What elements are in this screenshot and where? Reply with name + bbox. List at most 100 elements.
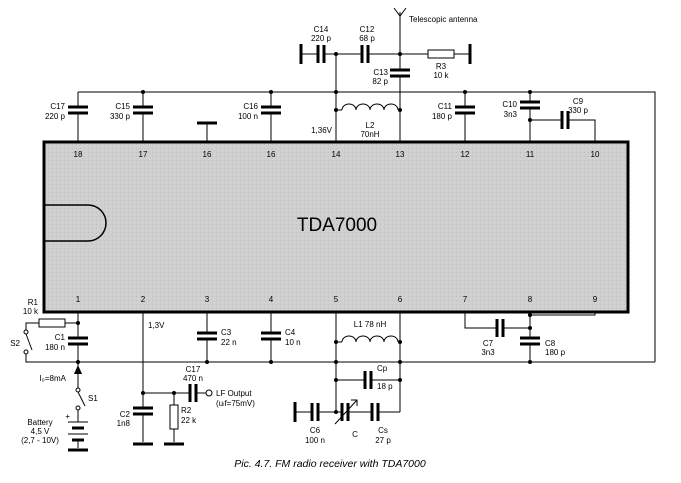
pin-label: 10 <box>591 150 600 159</box>
pin-label: 8 <box>528 295 533 304</box>
svg-text:S2: S2 <box>10 339 20 348</box>
svg-text:Cp: Cp <box>377 364 388 373</box>
capacitor-c11: C11 180 p <box>432 92 475 142</box>
capacitor-c9: C9 330 p <box>530 97 596 142</box>
svg-text:+: + <box>65 412 70 421</box>
svg-text:C14: C14 <box>314 25 329 34</box>
svg-text:C9: C9 <box>573 97 584 106</box>
svg-text:22 k: 22 k <box>181 416 197 425</box>
svg-text:S1: S1 <box>88 394 98 403</box>
figure-caption: Pic. 4.7. FM radio receiver with TDA7000 <box>234 458 426 470</box>
battery-branch: I₀=8mA S1 + Battery 4,5 V (2,7 - 10V) <box>21 362 98 452</box>
svg-text:330 p: 330 p <box>568 106 589 115</box>
capacitor-c3: C3 22 n <box>197 312 237 362</box>
pin-label: 1 <box>76 295 81 304</box>
top-rail <box>78 90 656 362</box>
svg-text:4,5 V: 4,5 V <box>31 427 50 436</box>
svg-text:180 n: 180 n <box>45 343 65 352</box>
svg-text:R2: R2 <box>181 406 192 415</box>
capacitor-c17-top: C17 220 p <box>45 92 88 142</box>
pin-label: 13 <box>396 150 405 159</box>
svg-text:70nH: 70nH <box>360 130 379 139</box>
pin-label: 14 <box>332 150 341 159</box>
pin-label: 12 <box>461 150 470 159</box>
voltage-pin14: 1,36V <box>311 126 333 135</box>
svg-text:C16: C16 <box>243 102 258 111</box>
svg-text:10 n: 10 n <box>285 338 301 347</box>
capacitor-c15: C15 330 p <box>110 92 153 142</box>
pin7-8-network: C7 3n3 C8 180 p <box>464 312 596 362</box>
svg-text:100 n: 100 n <box>238 112 258 121</box>
svg-text:220 p: 220 p <box>311 34 332 43</box>
lf-output-label: LF Output <box>216 389 252 398</box>
svg-text:R1: R1 <box>28 298 39 307</box>
svg-text:180 p: 180 p <box>545 348 566 357</box>
voltage-pin2: 1,3V <box>148 321 165 330</box>
svg-text:180 p: 180 p <box>432 112 453 121</box>
svg-text:C13: C13 <box>373 68 388 77</box>
capacitor-c16: C16 100 n <box>238 92 281 142</box>
svg-text:10 k: 10 k <box>23 307 39 316</box>
pin-label: 4 <box>269 295 274 304</box>
ground-stub-pin16 <box>197 121 217 142</box>
svg-text:C3: C3 <box>221 328 232 337</box>
svg-text:330 p: 330 p <box>110 112 131 121</box>
pin-label: 6 <box>398 295 403 304</box>
svg-text:1n8: 1n8 <box>117 419 131 428</box>
pin-label: 11 <box>526 150 535 159</box>
current-label: I₀=8mA <box>39 374 66 383</box>
pin-label: 9 <box>593 295 598 304</box>
svg-text:18 p: 18 p <box>377 382 393 391</box>
svg-text:82 p: 82 p <box>372 77 388 86</box>
svg-text:C7: C7 <box>483 339 494 348</box>
svg-text:C8: C8 <box>545 339 556 348</box>
svg-text:22 n: 22 n <box>221 338 237 347</box>
oscillator-tank: L1 78 nH Cp 18 p C6 100 n C Cs 27 p <box>293 312 402 445</box>
pin-label: 16 <box>267 150 276 159</box>
capacitor-c10: C10 3n3 <box>502 92 540 142</box>
ic-notch <box>44 204 107 242</box>
pin-label: 7 <box>463 295 468 304</box>
svg-text:C15: C15 <box>115 102 130 111</box>
pin2-network: 1,3V C17 470 n LF Output (uₗf=75mV) C2 1… <box>117 312 255 446</box>
svg-text:Cs: Cs <box>378 426 388 435</box>
antenna-label: Telescopic antenna <box>409 15 478 24</box>
svg-text:C6: C6 <box>310 426 321 435</box>
svg-text:Battery: Battery <box>27 418 52 427</box>
pin-label: 2 <box>141 295 146 304</box>
svg-text:C12: C12 <box>360 25 375 34</box>
svg-text:R3: R3 <box>436 62 447 71</box>
svg-text:L2: L2 <box>366 121 375 130</box>
pin-label: 17 <box>139 150 148 159</box>
svg-text:C4: C4 <box>285 328 296 337</box>
ic-tda7000: TDA7000 18 17 16 16 14 13 12 11 10 1 2 3… <box>42 140 630 314</box>
pin-label: 16 <box>203 150 212 159</box>
antenna-network: C14 220 p C12 68 p Telescopic antenna R3… <box>299 7 478 86</box>
svg-text:68 p: 68 p <box>359 34 375 43</box>
svg-text:C10: C10 <box>502 100 517 109</box>
svg-text:3n3: 3n3 <box>481 348 495 357</box>
svg-text:C: C <box>352 430 358 439</box>
svg-text:220 p: 220 p <box>45 112 66 121</box>
svg-text:10 k: 10 k <box>433 71 449 80</box>
bottom-rail <box>76 360 655 364</box>
svg-text:C17: C17 <box>186 365 201 374</box>
svg-text:470 n: 470 n <box>183 374 203 383</box>
l1-label: L1 78 nH <box>354 320 387 329</box>
svg-text:C1: C1 <box>55 333 66 342</box>
pin-label: 5 <box>334 295 339 304</box>
svg-text:C11: C11 <box>438 102 453 111</box>
inductor-l2: L2 70nH 1,36V <box>311 60 402 142</box>
pin1-network: R1 10 k S2 C1 180 n <box>10 298 88 363</box>
svg-text:(2,7 - 10V): (2,7 - 10V) <box>21 436 59 445</box>
svg-text:100 n: 100 n <box>305 436 325 445</box>
pin-label: 18 <box>74 150 83 159</box>
pin-label: 3 <box>205 295 210 304</box>
capacitor-c4: C4 10 n <box>261 312 301 362</box>
svg-text:27 p: 27 p <box>375 436 391 445</box>
svg-text:C17: C17 <box>50 102 65 111</box>
ic-name: TDA7000 <box>297 215 377 236</box>
svg-text:3n3: 3n3 <box>504 110 518 119</box>
lf-output-level: (uₗf=75mV) <box>216 399 255 408</box>
